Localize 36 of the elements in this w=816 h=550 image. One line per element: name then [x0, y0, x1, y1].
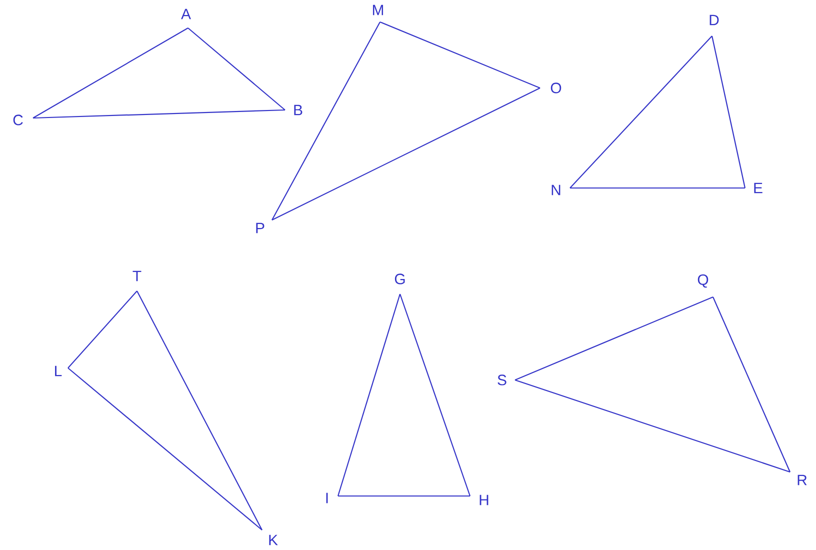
triangle-side	[514, 296, 714, 380]
vertex-label: M	[372, 4, 384, 16]
triangle-side	[68, 368, 262, 530]
triangle-side	[136, 290, 262, 530]
triangle-side	[272, 88, 540, 220]
vertex-label: D	[710, 14, 719, 26]
triangle-side	[337, 294, 401, 496]
triangle-side	[188, 28, 286, 110]
vertex-label: R	[798, 474, 807, 486]
vertex-label: P	[256, 222, 264, 234]
vertex-label: E	[754, 182, 762, 194]
triangle-side	[399, 294, 471, 496]
vertex-label: A	[181, 8, 191, 20]
triangle-side	[272, 22, 380, 220]
vertex-label: C	[13, 114, 23, 126]
vertex-label: L	[55, 366, 62, 376]
vertex-label: S	[498, 374, 506, 386]
triangle-side	[712, 296, 790, 472]
vertex-label: T	[132, 270, 142, 282]
vertex-label: N	[552, 184, 560, 196]
triangle-side	[32, 28, 188, 118]
vertex-label: B	[294, 104, 302, 116]
vertex-label: O	[550, 82, 562, 94]
vertex-label: I	[326, 492, 328, 504]
vertex-label: H	[480, 494, 488, 506]
triangle-side	[380, 21, 540, 88]
triangle-side	[570, 187, 745, 189]
triangle-side	[32, 109, 286, 119]
vertex-label: G	[394, 274, 405, 284]
vertex-label: K	[269, 534, 278, 546]
triangle-side	[514, 379, 790, 473]
triangle-side	[338, 495, 470, 497]
triangle-side	[711, 36, 746, 188]
triangle-side	[570, 36, 712, 188]
triangle-side	[68, 290, 138, 368]
vertex-label: Q	[698, 274, 708, 288]
